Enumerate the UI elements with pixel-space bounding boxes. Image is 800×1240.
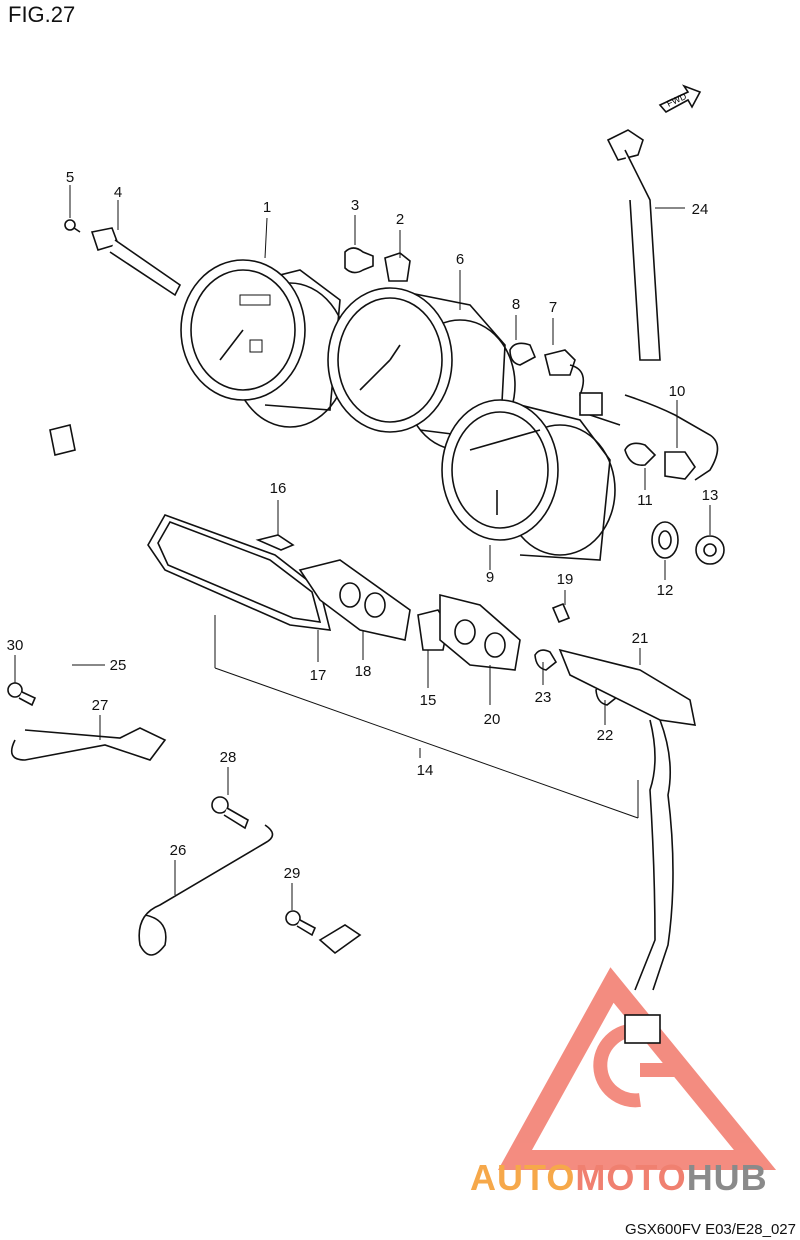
callout-30: 30 (7, 637, 24, 654)
part-26-clip (138, 824, 274, 956)
part-19-screw (551, 602, 571, 624)
callout-29: 29 (284, 865, 301, 882)
part-17-panel (147, 514, 332, 631)
callout-13: 13 (702, 487, 719, 504)
callout-14: 14 (417, 762, 434, 779)
part-10-socket (624, 394, 719, 481)
callout-15: 15 (420, 692, 437, 709)
watermark-logo (498, 967, 777, 1170)
part-1-tachometer (180, 259, 349, 428)
part-13-washer (695, 535, 725, 565)
callout-19: 19 (557, 571, 574, 588)
callout-26: 26 (170, 842, 187, 859)
diagram-code: GSX600FV E03/E28_027 (625, 1221, 796, 1238)
callout-12: 12 (657, 582, 674, 599)
callout-24: 24 (692, 201, 709, 218)
part-30-bolt (7, 682, 37, 707)
callout-28: 28 (220, 749, 237, 766)
watermark-triangle (498, 967, 777, 1170)
figure-label: FIG.27 (8, 2, 76, 27)
watermark-auto: AUTOMOTOHUB (470, 1157, 768, 1198)
part-12-grommet (651, 521, 679, 559)
callout-18: 18 (355, 663, 372, 680)
part-9-gauge (441, 399, 616, 561)
callout-16: 16 (270, 480, 287, 497)
part-20-holder (439, 593, 521, 671)
part-21-harness (558, 648, 697, 1044)
callout-17: 17 (310, 667, 327, 684)
part-2-socket (384, 252, 411, 282)
part-11-bulb (624, 442, 657, 467)
fwd-arrow-shape (658, 84, 702, 114)
callout-2: 2 (396, 211, 404, 228)
callout-7: 7 (549, 299, 557, 316)
watermark-text: AUTOMOTOHUB (470, 1157, 768, 1198)
connector-housing (624, 1014, 661, 1044)
callout-21: 21 (632, 630, 649, 647)
part-7-socket (544, 349, 621, 426)
part-18-holder (298, 559, 411, 641)
part-28-bolt (211, 796, 249, 830)
part-29-bolt (285, 910, 317, 937)
part-5-screw (64, 219, 81, 233)
fwd-arrow: FWD (658, 84, 702, 114)
part-25-cable (49, 424, 362, 1055)
callout-4: 4 (114, 184, 122, 201)
callout-20: 20 (484, 711, 501, 728)
part-14-assembly-bracket (214, 615, 639, 819)
leader-lines (14, 185, 711, 910)
part-24-strap (606, 129, 661, 361)
callout-9: 9 (486, 569, 494, 586)
callout-10: 10 (669, 383, 686, 400)
callout-25: 25 (110, 657, 127, 674)
callout-6: 6 (456, 251, 464, 268)
watermark-g-letter (593, 1023, 678, 1108)
part-16-plate (255, 534, 295, 551)
callout-27: 27 (92, 697, 109, 714)
part-8-bulb (509, 342, 537, 366)
callout-1: 1 (263, 199, 271, 216)
callout-3: 3 (351, 197, 359, 214)
callout-5: 5 (66, 169, 74, 186)
part-3-bulb (344, 247, 374, 274)
callout-8: 8 (512, 296, 520, 313)
callout-22: 22 (597, 727, 614, 744)
callout-11: 11 (637, 492, 653, 509)
part-23-bulb (534, 649, 558, 671)
part-4-fitting (90, 227, 182, 297)
part-27-bracket (10, 727, 167, 761)
callout-23: 23 (535, 689, 552, 706)
